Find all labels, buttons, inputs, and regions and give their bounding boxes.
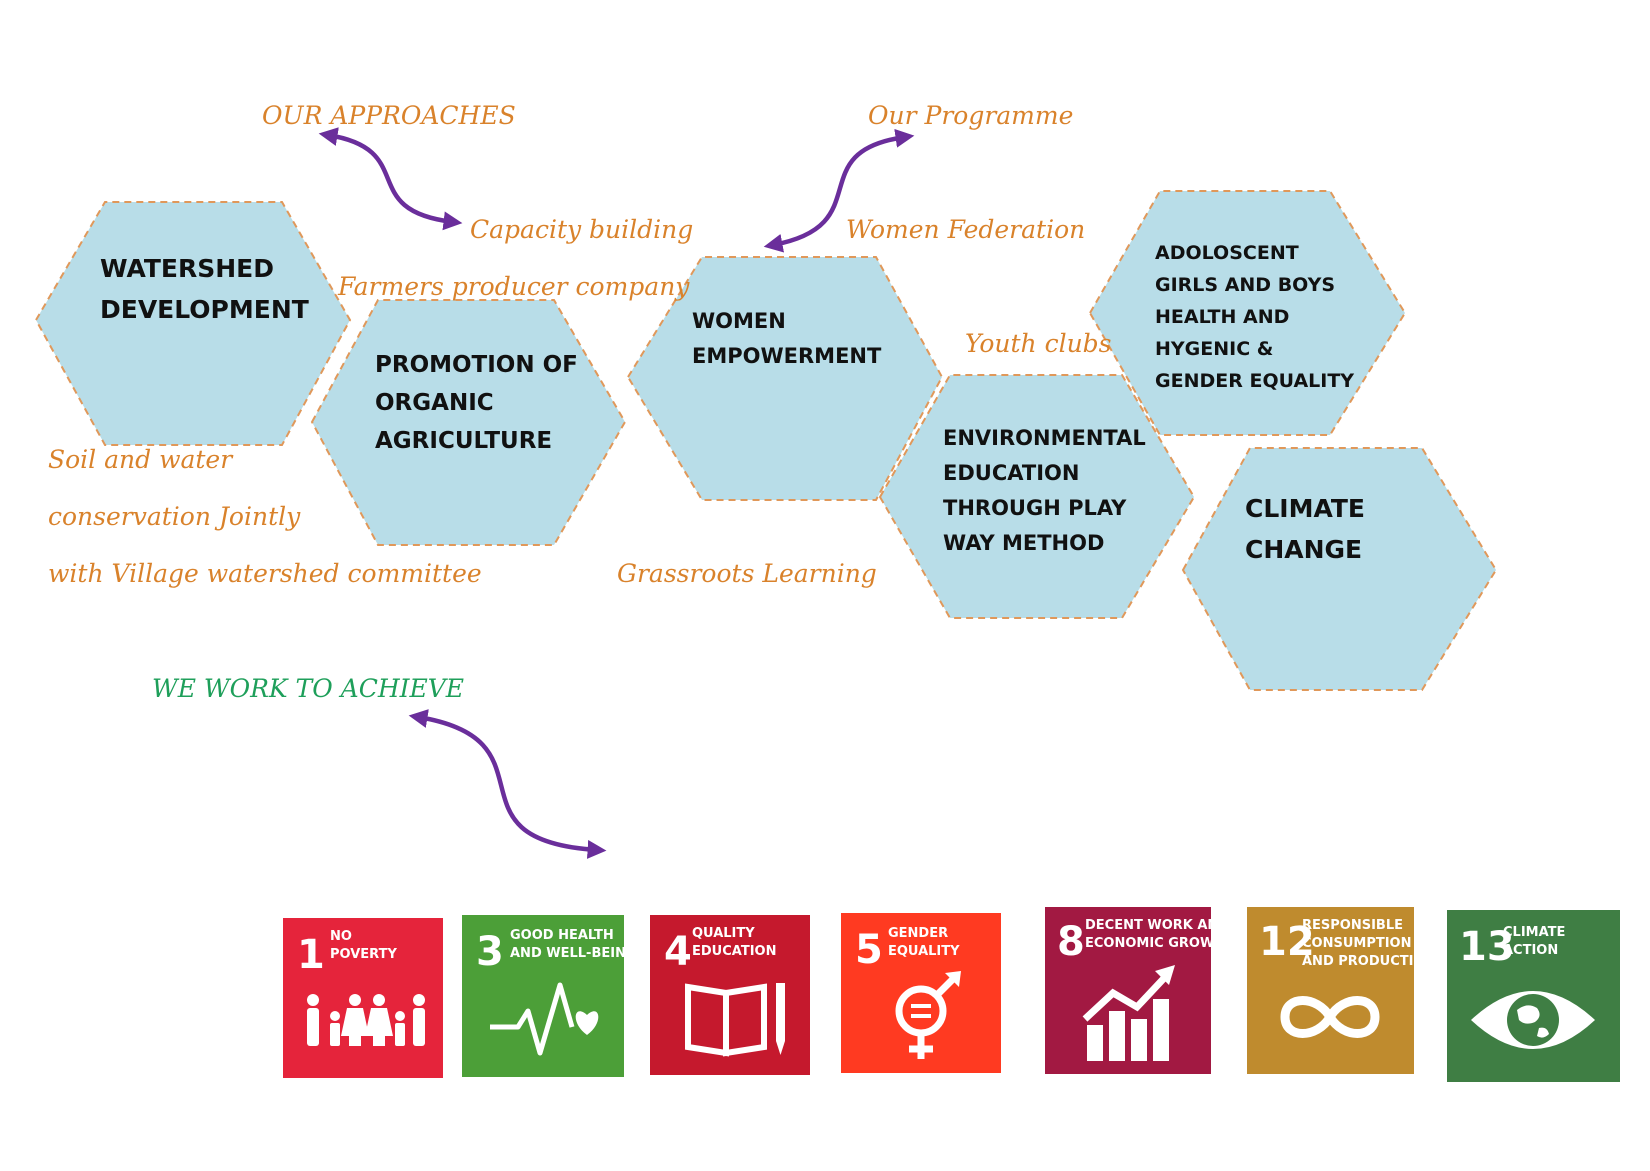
label-youth-clubs: Youth clubs	[965, 329, 1112, 358]
hexagon-watershed-text: WATERSHED DEVELOPMENT	[100, 254, 309, 324]
hexagon-organic-text: PROMOTION OF ORGANIC AGRICULTURE	[375, 352, 578, 454]
hexagon-line: PROMOTION OF	[375, 352, 578, 378]
heading-our-programme: Our Programme	[868, 101, 1073, 130]
infinity-icon	[1280, 996, 1380, 1038]
hexagon-adolescent-text: ADOLOSCENT GIRLS AND BOYS HEALTH AND HYG…	[1155, 242, 1354, 392]
sdg-title: GOOD HEALTH	[510, 928, 614, 943]
heartbeat-icon	[490, 982, 599, 1056]
label-women-federation: Women Federation	[846, 215, 1085, 244]
hexagon-line: THROUGH PLAY	[943, 496, 1127, 520]
sdg-number: 12	[1259, 919, 1315, 965]
hexagon-line: HEALTH AND	[1155, 306, 1289, 328]
sdg-tile-12: 12 RESPONSIBLE CONSUMPTION AND PRODUCTIO…	[1247, 907, 1435, 1074]
sdg-tile-4: 4 QUALITY EDUCATION	[650, 915, 810, 1075]
hexagon-line: WOMEN	[692, 309, 786, 333]
hexagon-line: DEVELOPMENT	[100, 295, 309, 324]
hexagon-watershed	[34, 201, 352, 446]
sdg-title: ECONOMIC GROWTH	[1085, 936, 1234, 951]
label-farmers-producer-company: Farmers producer company	[337, 272, 690, 301]
arrow-programme	[763, 128, 915, 253]
book-pencil-icon	[685, 983, 785, 1057]
gender-equality-icon	[895, 971, 961, 1059]
heading-our-approaches: OUR APPROACHES	[262, 101, 516, 130]
hexagon-line: HYGENIC &	[1155, 338, 1273, 360]
sdg-tile-5: 5 GENDER EQUALITY	[841, 913, 1001, 1073]
hexagon-women	[626, 256, 944, 501]
sdg-title: AND PRODUCTION	[1302, 954, 1435, 969]
sdg-number: 3	[476, 929, 504, 975]
sdg-title: POVERTY	[330, 947, 397, 962]
sdg-title: RESPONSIBLE	[1302, 918, 1403, 933]
sdg-title: GENDER	[888, 926, 948, 941]
sdg-tile-8: 8 DECENT WORK AND ECONOMIC GROWTH	[1045, 907, 1234, 1074]
sdg-tile-13: 13 CLIMATE ACTION	[1447, 910, 1620, 1082]
sdg-title: EDUCATION	[692, 944, 776, 959]
hexagon-organic	[310, 299, 627, 546]
heading-we-work-to-achieve: WE WORK TO ACHIEVE	[152, 674, 464, 703]
sdg-title: ACTION	[1503, 943, 1558, 958]
sdg-number: 13	[1459, 924, 1515, 970]
earth-eye-icon	[1471, 991, 1595, 1049]
hexagon-climate	[1181, 447, 1498, 691]
sdg-title: CONSUMPTION	[1302, 936, 1412, 951]
sdg-number: 8	[1057, 919, 1085, 965]
family-icon	[307, 994, 425, 1046]
hexagon-line: WAY METHOD	[943, 531, 1104, 555]
sdg-title: QUALITY	[692, 926, 755, 941]
hexagon-women-text: WOMEN EMPOWERMENT	[692, 309, 882, 368]
hexagon-line: WATERSHED	[100, 254, 274, 283]
hexagon-line: ADOLOSCENT	[1155, 242, 1299, 264]
label-soil-water-line2: conservation Jointly	[48, 502, 301, 531]
hexagon-line: GENDER EQUALITY	[1155, 370, 1354, 392]
sdg-number: 5	[855, 927, 883, 973]
hexagon-environment	[878, 374, 1196, 619]
sdg-title: EQUALITY	[888, 944, 960, 959]
sdg-title: DECENT WORK AND	[1085, 918, 1229, 933]
hexagon-line: EDUCATION	[943, 461, 1079, 485]
hexagon-line: EMPOWERMENT	[692, 344, 882, 368]
sdg-title: AND WELL-BEING	[510, 946, 637, 961]
label-soil-water-line3: with Village watershed committee	[48, 559, 482, 588]
hexagon-adolescent	[1088, 190, 1407, 436]
label-capacity-building: Capacity building	[470, 215, 693, 244]
hexagon-climate-text: CLIMATE CHANGE	[1245, 494, 1365, 564]
label-soil-water-line1: Soil and water	[48, 445, 234, 474]
sdg-number: 4	[664, 929, 692, 975]
arrow-achieve	[408, 709, 607, 859]
sdg-title: NO	[330, 929, 352, 944]
arrow-approaches	[318, 127, 463, 231]
hexagon-line: CHANGE	[1245, 535, 1362, 564]
hexagon-line: GIRLS AND BOYS	[1155, 274, 1335, 296]
sdg-title: CLIMATE	[1503, 925, 1565, 940]
hexagon-environment-text: ENVIRONMENTAL EDUCATION THROUGH PLAY WAY…	[943, 426, 1146, 555]
hexagon-line: CLIMATE	[1245, 494, 1365, 523]
sdg-number: 1	[297, 932, 325, 978]
growth-chart-icon	[1082, 965, 1175, 1061]
sdg-tile-1: 1 NO POVERTY	[283, 918, 443, 1078]
label-grassroots-learning: Grassroots Learning	[617, 559, 877, 588]
hexagon-line: ORGANIC	[375, 390, 494, 416]
hexagon-line: AGRICULTURE	[375, 428, 552, 454]
hexagon-line: ENVIRONMENTAL	[943, 426, 1146, 450]
sdg-tile-3: 3 GOOD HEALTH AND WELL-BEING	[462, 915, 637, 1077]
